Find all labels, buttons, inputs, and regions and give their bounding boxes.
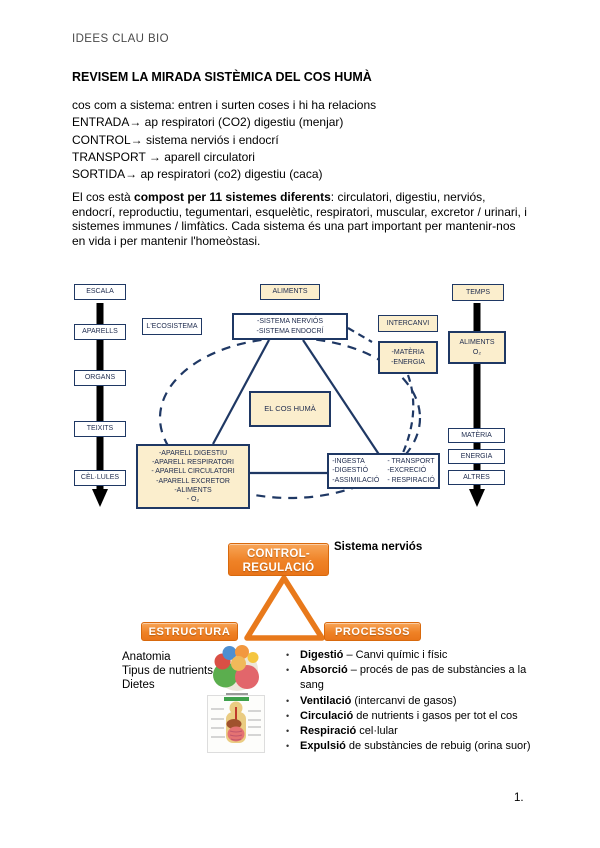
- process-bullet-list: • Digestió – Canvi químic i físic • Absorc…: [286, 648, 538, 754]
- scale-level-organs: ORGANS: [74, 370, 126, 386]
- intro-line: ENTRADA→ ap respiratori (CO2) digestiu (…: [72, 115, 344, 130]
- process-line: -INGESTA: [332, 458, 365, 466]
- bullet-term: Digestió: [300, 649, 344, 661]
- processos-box: PROCESSOS: [324, 622, 421, 641]
- intro-lines: cos com a sistema: entren i surten coses…: [72, 97, 376, 183]
- ecosystem-box: L'ECOSISTEMA: [142, 318, 202, 335]
- estructura-box: ESTRUCTURA: [141, 622, 238, 641]
- page-number: 1.: [514, 792, 524, 804]
- page-title: REVISEM LA MIRADA SISTÈMICA DEL COS HUMÀ: [72, 70, 372, 84]
- bullet-text: cel·lular: [356, 725, 398, 738]
- scale-level-aparells: APARELLS: [74, 324, 126, 340]
- control-systems-line: -SISTEMA ENDOCRÍ: [256, 327, 324, 335]
- estructura-topics: Anatomia Tipus de nutrients Dietes: [122, 650, 213, 693]
- aliments-box: ALIMENTS: [260, 284, 320, 300]
- paragraph-text: El cos està: [72, 190, 135, 204]
- inputs-line: -APARELL DIGESTIU: [158, 450, 228, 458]
- process-line: -DIGESTIÓ: [332, 467, 369, 475]
- process-line: -ASSIMILACIÓ: [332, 476, 380, 484]
- topic-line: Tipus de nutrients: [122, 665, 213, 678]
- output-materia-box: MATÈRIA: [448, 428, 505, 443]
- bullet-item: • Ventilació (intercanvi de gasos): [286, 694, 538, 709]
- intro-line: SORTIDA→ ap respiratori (co2) digestiu (…: [72, 167, 323, 182]
- intro-line: TRANSPORT → aparell circulatori: [72, 149, 255, 164]
- bullet-icon: •: [286, 710, 290, 721]
- control-systems-box: -SISTEMA NERVIÓS -SISTEMA ENDOCRÍ: [232, 313, 348, 340]
- bullet-text: – Canvi químic i físic: [343, 649, 448, 661]
- bullet-text: de nutrients i gasos per tot el cos: [353, 709, 518, 722]
- escala-box: ESCALA: [74, 284, 126, 300]
- temps-box: TEMPS: [452, 284, 504, 301]
- aliments-o2-line: ALIMENTS: [459, 339, 495, 347]
- exchange-line: -ENERGIA: [391, 358, 425, 366]
- inputs-box: -APARELL DIGESTIU -APARELL RESPIRATORI -…: [136, 444, 250, 509]
- control-regulacio-box: CONTROL- REGULACIÓ: [228, 543, 329, 576]
- aliments-o2-box: ALIMENTS O₂: [448, 331, 506, 364]
- intercanvi-box: INTERCANVI: [378, 315, 438, 332]
- inputs-line: -ALIMENTS: [174, 486, 212, 494]
- bullet-item: • Digestió – Canvi químic i físic: [286, 648, 538, 663]
- control-regulacio-line: REGULACIÓ: [242, 562, 315, 574]
- bullet-term: Respiració: [300, 725, 357, 738]
- bullet-text: de substàncies de rebuig (orina suor): [345, 740, 531, 753]
- body-paragraph: El cos està compost per 11 sistemes dife…: [72, 190, 532, 249]
- topic-line: Dietes: [122, 679, 155, 692]
- intro-line: CONTROL→ sistema nerviós i endocrí: [72, 132, 279, 147]
- scale-level-teixits: TEIXITS: [74, 421, 126, 437]
- control-systems-line: -SISTEMA NERVIÓS: [257, 318, 323, 326]
- inputs-line: - APARELL CIRCULATORI: [151, 468, 235, 476]
- bullet-item: • Expulsió de substàncies de rebuig (orin…: [286, 739, 538, 754]
- sistema-nervios-note: Sistema nerviós: [334, 541, 423, 553]
- bullet-icon: •: [286, 695, 290, 706]
- paragraph-text: : circulatori, digestiu, nerviós, endocr…: [72, 190, 527, 249]
- bullet-text: – procés de pas de substàncies a la sang: [300, 664, 527, 692]
- exchange-line: -MATÈRIA: [391, 349, 425, 357]
- bullet-term: Expulsió: [300, 740, 346, 753]
- scale-level-cellules: CÈL·LULES: [74, 470, 126, 486]
- document-header: IDEES CLAU BIO: [72, 33, 169, 45]
- cos-huma-box: EL COS HUMÀ: [249, 391, 331, 427]
- bullet-term: Ventilació: [300, 694, 352, 707]
- intro-line: cos com a sistema: entren i surten coses…: [72, 98, 377, 112]
- bullet-item: • Absorció – procés de pas de substàncies…: [286, 663, 538, 693]
- control-regulacio-line: CONTROL-: [246, 548, 311, 560]
- process-line: -EXCRECIÓ: [387, 467, 427, 475]
- inputs-line: -APARELL RESPIRATORI: [152, 459, 234, 467]
- bullet-item: • Circulació de nutrients i gasos per tot…: [286, 709, 538, 724]
- bullet-text: (intercanvi de gasos): [351, 694, 457, 707]
- inputs-line: -APARELL EXCRETOR: [156, 477, 230, 485]
- topic-line: Anatomia: [122, 651, 171, 663]
- process-line: - TRANSPORT: [387, 458, 435, 466]
- diagram-label-lines: [211, 708, 261, 738]
- digestive-system-image: [207, 695, 265, 753]
- exchange-dashed-lines: [347, 327, 415, 456]
- paragraph-bold-text: compost per 11 sistemes diferents: [134, 190, 331, 204]
- process-line: - RESPIRACIÓ: [387, 476, 435, 484]
- inputs-line: - O₂: [186, 495, 200, 503]
- bullet-icon: •: [286, 665, 290, 676]
- output-altres-box: ALTRES: [448, 470, 505, 485]
- bullet-term: Circulació: [300, 709, 354, 722]
- nutrition-wheel-image: [213, 645, 259, 695]
- body-processes-box: -INGESTA -DIGESTIÓ -ASSIMILACIÓ - TRANSP…: [327, 453, 440, 489]
- bullet-icon: •: [286, 650, 290, 660]
- bullet-term: Absorció: [300, 664, 348, 677]
- triangle-shape: [244, 575, 325, 641]
- output-energia-box: ENERGIA: [448, 449, 505, 464]
- bullet-icon: •: [286, 741, 290, 752]
- aliments-o2-line: O₂: [472, 348, 482, 356]
- bullet-item: • Respiració cel·lular: [286, 724, 538, 739]
- nutrition-wheel-caption: [226, 693, 248, 695]
- bullet-icon: •: [286, 726, 290, 737]
- materia-energia-box: -MATÈRIA -ENERGIA: [378, 341, 438, 374]
- relation-lines: [212, 339, 381, 475]
